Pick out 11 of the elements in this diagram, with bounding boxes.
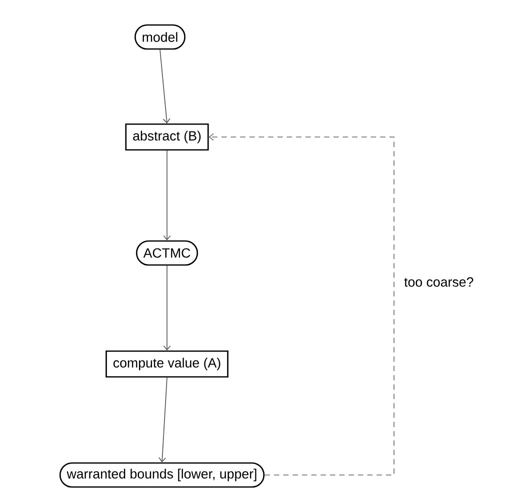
process-box: abstract (B): [125, 123, 209, 151]
arrow: [163, 150, 171, 240]
terminal-box: model: [134, 24, 186, 50]
terminal-box: ACTMC: [136, 240, 198, 266]
terminal-box: warranted bounds [lower, upper]: [59, 462, 265, 488]
process-box: compute value (A): [106, 350, 228, 378]
arrow: [158, 377, 168, 462]
edge-label: too coarse?: [404, 277, 474, 287]
arrow: [160, 49, 170, 124]
arrow: [208, 133, 394, 476]
arrow: [163, 265, 171, 350]
